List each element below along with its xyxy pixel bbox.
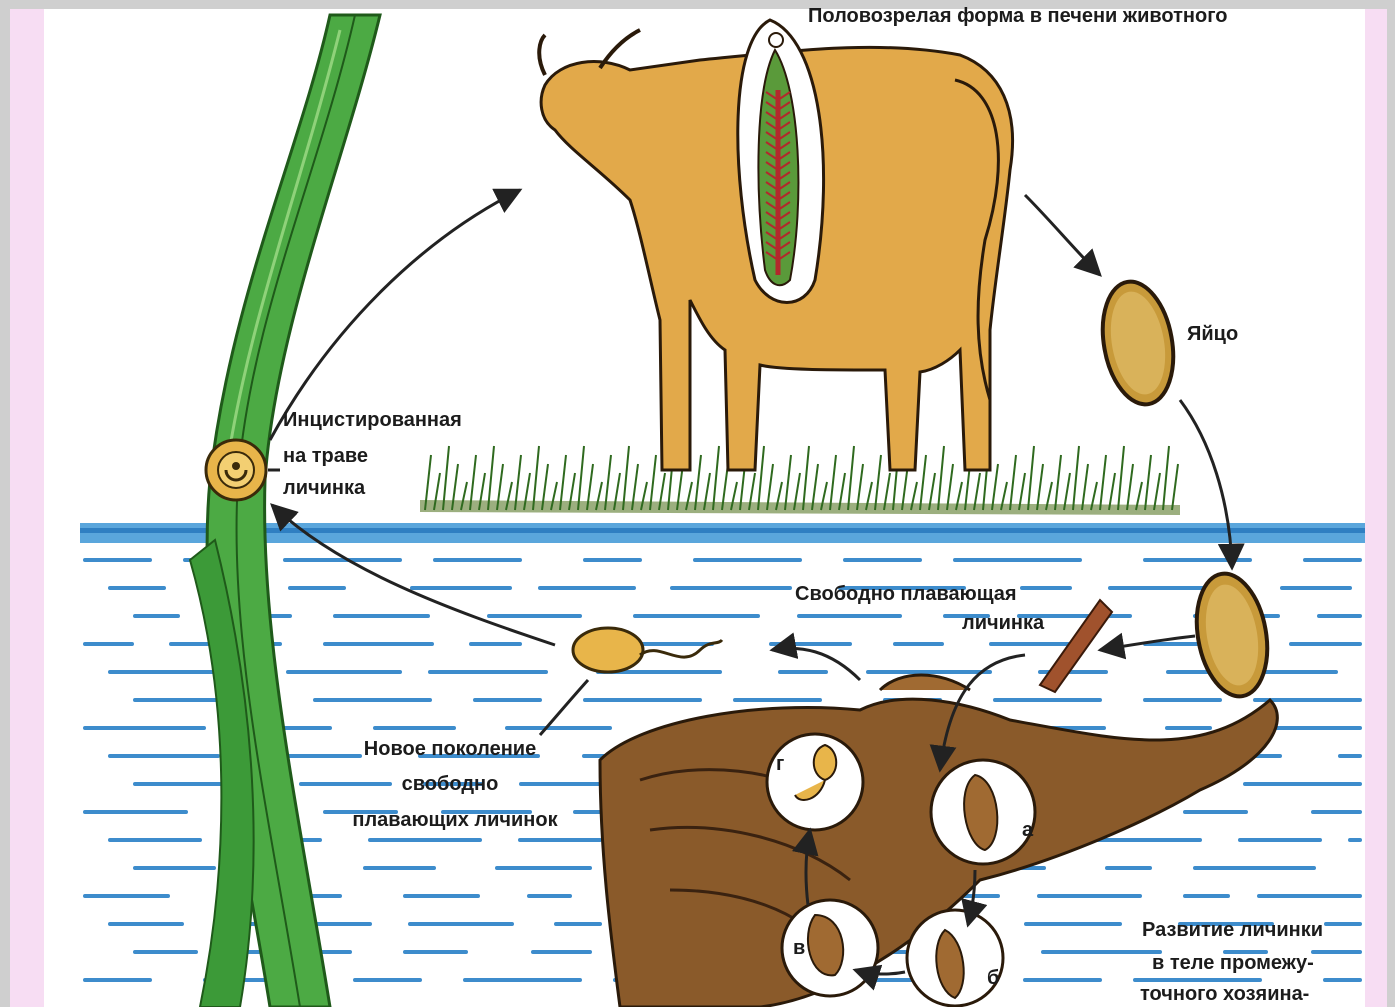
grass-tuft	[848, 446, 854, 510]
grass-tuft	[713, 446, 719, 510]
cercaria-larva	[573, 628, 722, 672]
grass-tuft	[758, 446, 764, 510]
grass-tuft	[1055, 455, 1061, 510]
arrow-b-to-v	[855, 970, 905, 974]
label-new-gen-1: Новое поколение	[335, 737, 565, 761]
grass-tuft	[1010, 455, 1016, 510]
grass-tuft	[803, 446, 809, 510]
water-surface-line	[80, 528, 1365, 533]
grass-tuft	[1172, 464, 1178, 510]
label-new-gen-3: плавающих личинок	[325, 808, 585, 832]
grass-tuft	[1127, 464, 1133, 510]
label-encysted-3: личинка	[283, 476, 365, 500]
grass-tuft	[1028, 446, 1034, 510]
label-development-2: в теле промежу-	[1152, 951, 1314, 975]
grass-tuft	[533, 446, 539, 510]
grass-tuft	[1073, 446, 1079, 510]
egg-top	[1094, 276, 1182, 410]
cow-illustration	[539, 20, 1012, 470]
grass-tuft	[938, 446, 944, 510]
stage-letter-a: а	[1022, 818, 1033, 842]
grass-tuft	[1163, 446, 1169, 510]
label-free-larva-1: Свободно плавающая	[795, 582, 1017, 606]
encysted-larva	[206, 440, 266, 500]
grass-tuft	[695, 455, 701, 510]
grass-tuft	[578, 446, 584, 510]
grass-tuft	[1082, 464, 1088, 510]
grass-tuft	[1037, 464, 1043, 510]
meadow-grass	[420, 446, 1180, 515]
grass-tuft	[1145, 455, 1151, 510]
label-encysted-2: на траве	[283, 444, 368, 468]
grass-tuft	[992, 464, 998, 510]
grass-tuft	[488, 446, 494, 510]
grass-tuft	[830, 455, 836, 510]
label-new-gen-2: свободно	[335, 772, 565, 796]
grass-tuft	[785, 455, 791, 510]
grass-tuft	[920, 455, 926, 510]
label-development-3: точного хозяина-	[1140, 982, 1309, 1006]
stage-letter-g: г	[776, 752, 784, 776]
grass-tuft	[623, 446, 629, 510]
label-adult-form: Половозрелая форма в печени животного	[808, 4, 1228, 28]
arrow-snail-to-cercaria	[772, 648, 860, 680]
grass-tuft	[875, 455, 881, 510]
arrow-cow-to-egg	[1025, 195, 1100, 275]
stage-circle-g	[767, 734, 863, 830]
grass-tuft	[1109, 473, 1115, 510]
label-egg: Яйцо	[1187, 322, 1238, 346]
label-encysted-1: Инцистированная	[283, 408, 462, 432]
stage-letter-b: б	[987, 966, 999, 990]
grass-blade	[190, 15, 380, 1007]
label-free-larva-2: личинка	[962, 611, 1044, 635]
grass-tuft	[947, 464, 953, 510]
grass-tuft	[1118, 446, 1124, 510]
label-development-1: Развитие личинки	[1142, 918, 1323, 942]
stage-letter-v: в	[793, 936, 805, 960]
grass-tuft	[1154, 473, 1160, 510]
grass-tuft	[1100, 455, 1106, 510]
